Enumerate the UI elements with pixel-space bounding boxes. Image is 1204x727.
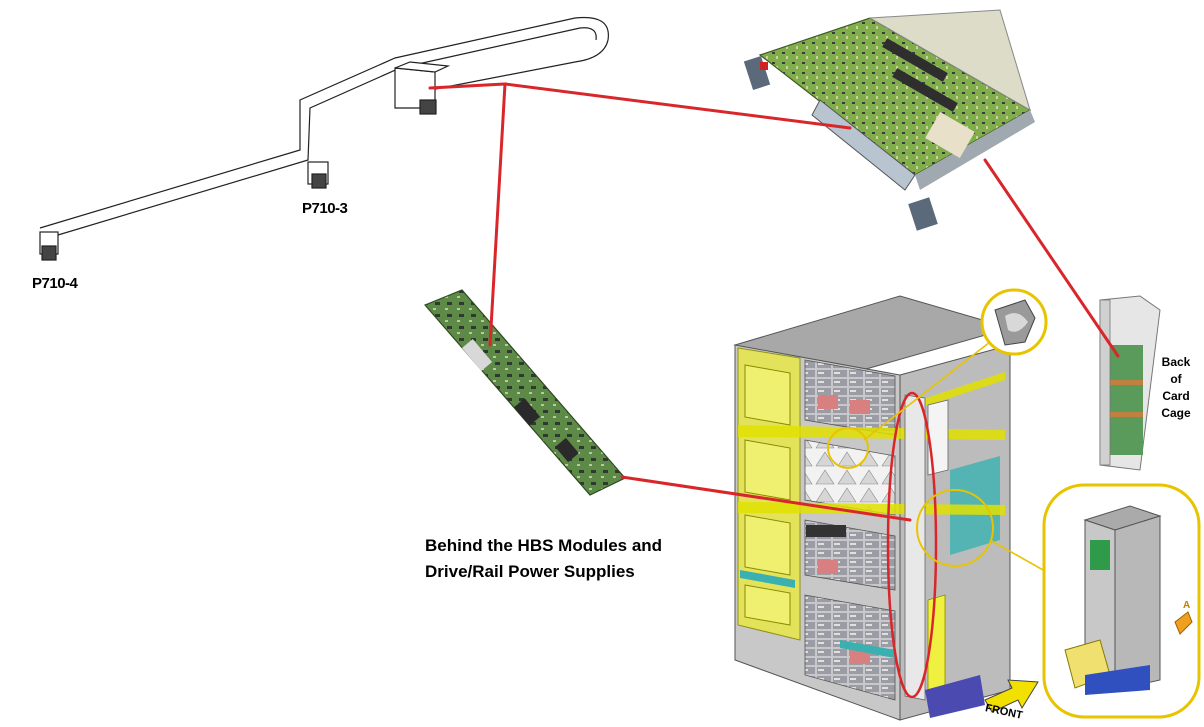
location-note-line2: Drive/Rail Power Supplies [425, 562, 635, 581]
ribbon-cable-icon [39, 16, 609, 261]
connector-lines [428, 82, 1120, 522]
card-cage-label-line2: of [1170, 372, 1182, 386]
card-cage-label: Back of Card Cage [1156, 354, 1196, 422]
callout-leader-lines [863, 341, 1053, 576]
backplane-board-icon [423, 289, 626, 496]
cable-end-label-mid: P710-3 [302, 200, 348, 217]
latch-icon [980, 288, 1048, 356]
cable-end-label-left: P710-4 [32, 275, 78, 292]
card-cage-label-line1: Back [1161, 355, 1191, 369]
location-note-line1: Behind the HBS Modules and [425, 536, 663, 555]
card-cage-label-line4: Cage [1161, 406, 1191, 420]
front-arrow-icon [984, 679, 1039, 713]
cabinet-icon [733, 295, 1012, 721]
detail-cabinet-icon [1042, 483, 1201, 719]
detail-marker-label: A [1183, 600, 1191, 611]
card-cage-icon [1099, 295, 1161, 471]
location-note: Behind the HBS Modules and Drive/Rail Po… [425, 533, 662, 585]
circuit-card-icon [743, 9, 1035, 231]
card-cage-label-line3: Card [1162, 389, 1190, 403]
